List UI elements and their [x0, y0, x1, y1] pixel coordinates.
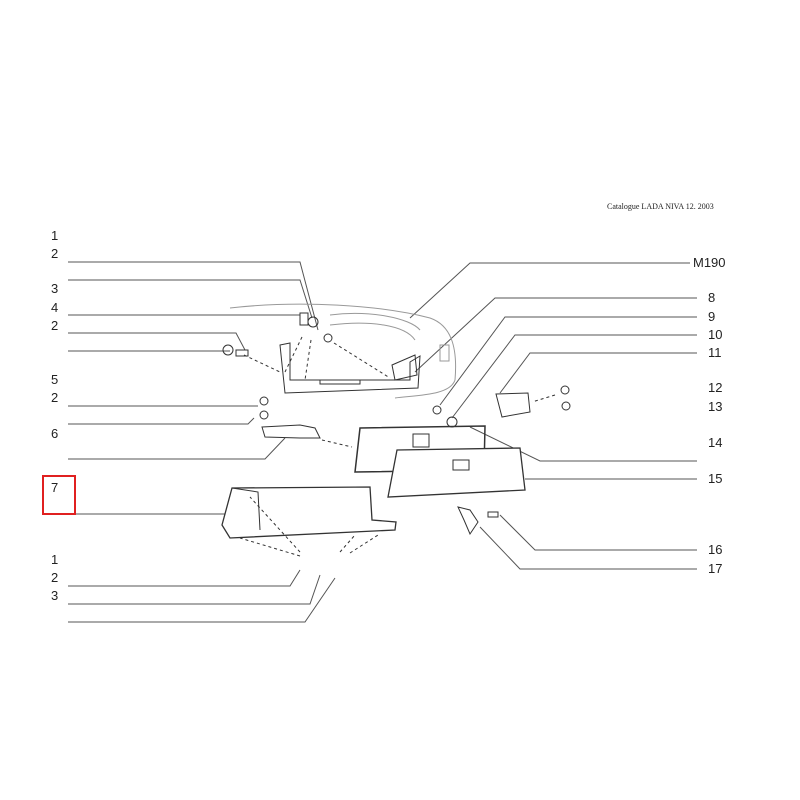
- callout-13[interactable]: 13: [708, 399, 723, 414]
- callout-12[interactable]: 12: [708, 380, 723, 395]
- callout-3[interactable]: 3: [51, 281, 59, 296]
- glove-box-lid: [387, 447, 526, 498]
- callout-14[interactable]: 14: [708, 435, 723, 450]
- callout-2[interactable]: 2: [51, 570, 59, 585]
- callout-11[interactable]: 11: [708, 345, 722, 360]
- callout-15[interactable]: 15: [708, 471, 723, 486]
- callout-17[interactable]: 17: [708, 561, 723, 576]
- callout-10[interactable]: 10: [708, 327, 723, 342]
- selected-callout-highlight: [42, 475, 76, 515]
- dashboard-outline: [229, 303, 457, 399]
- callout-9[interactable]: 9: [708, 309, 716, 324]
- callout-5[interactable]: 5: [51, 372, 59, 387]
- callout-m190[interactable]: M190: [693, 255, 726, 270]
- callout-1[interactable]: 1: [51, 552, 59, 567]
- leader-lines-right: [409, 262, 697, 570]
- callout-1[interactable]: 1: [51, 228, 59, 243]
- assembly-arrows: [239, 336, 556, 557]
- latch: [457, 506, 479, 536]
- upper-bracket: [279, 342, 421, 394]
- callout-3[interactable]: 3: [51, 588, 59, 603]
- callout-6[interactable]: 6: [51, 426, 59, 441]
- callout-2[interactable]: 2: [51, 390, 59, 405]
- callout-2[interactable]: 2: [51, 318, 59, 333]
- callout-16[interactable]: 16: [708, 542, 723, 557]
- callout-7[interactable]: 7: [51, 480, 59, 495]
- catalogue-caption: Catalogue LADA NIVA 12. 2003: [607, 202, 714, 211]
- lock-bracket: [495, 392, 531, 418]
- hinge-bracket: [261, 424, 321, 439]
- callout-2[interactable]: 2: [51, 246, 59, 261]
- callout-4[interactable]: 4: [51, 300, 59, 315]
- glove-box: [221, 486, 397, 539]
- leader-lines-left: [68, 261, 336, 623]
- callout-8[interactable]: 8: [708, 290, 716, 305]
